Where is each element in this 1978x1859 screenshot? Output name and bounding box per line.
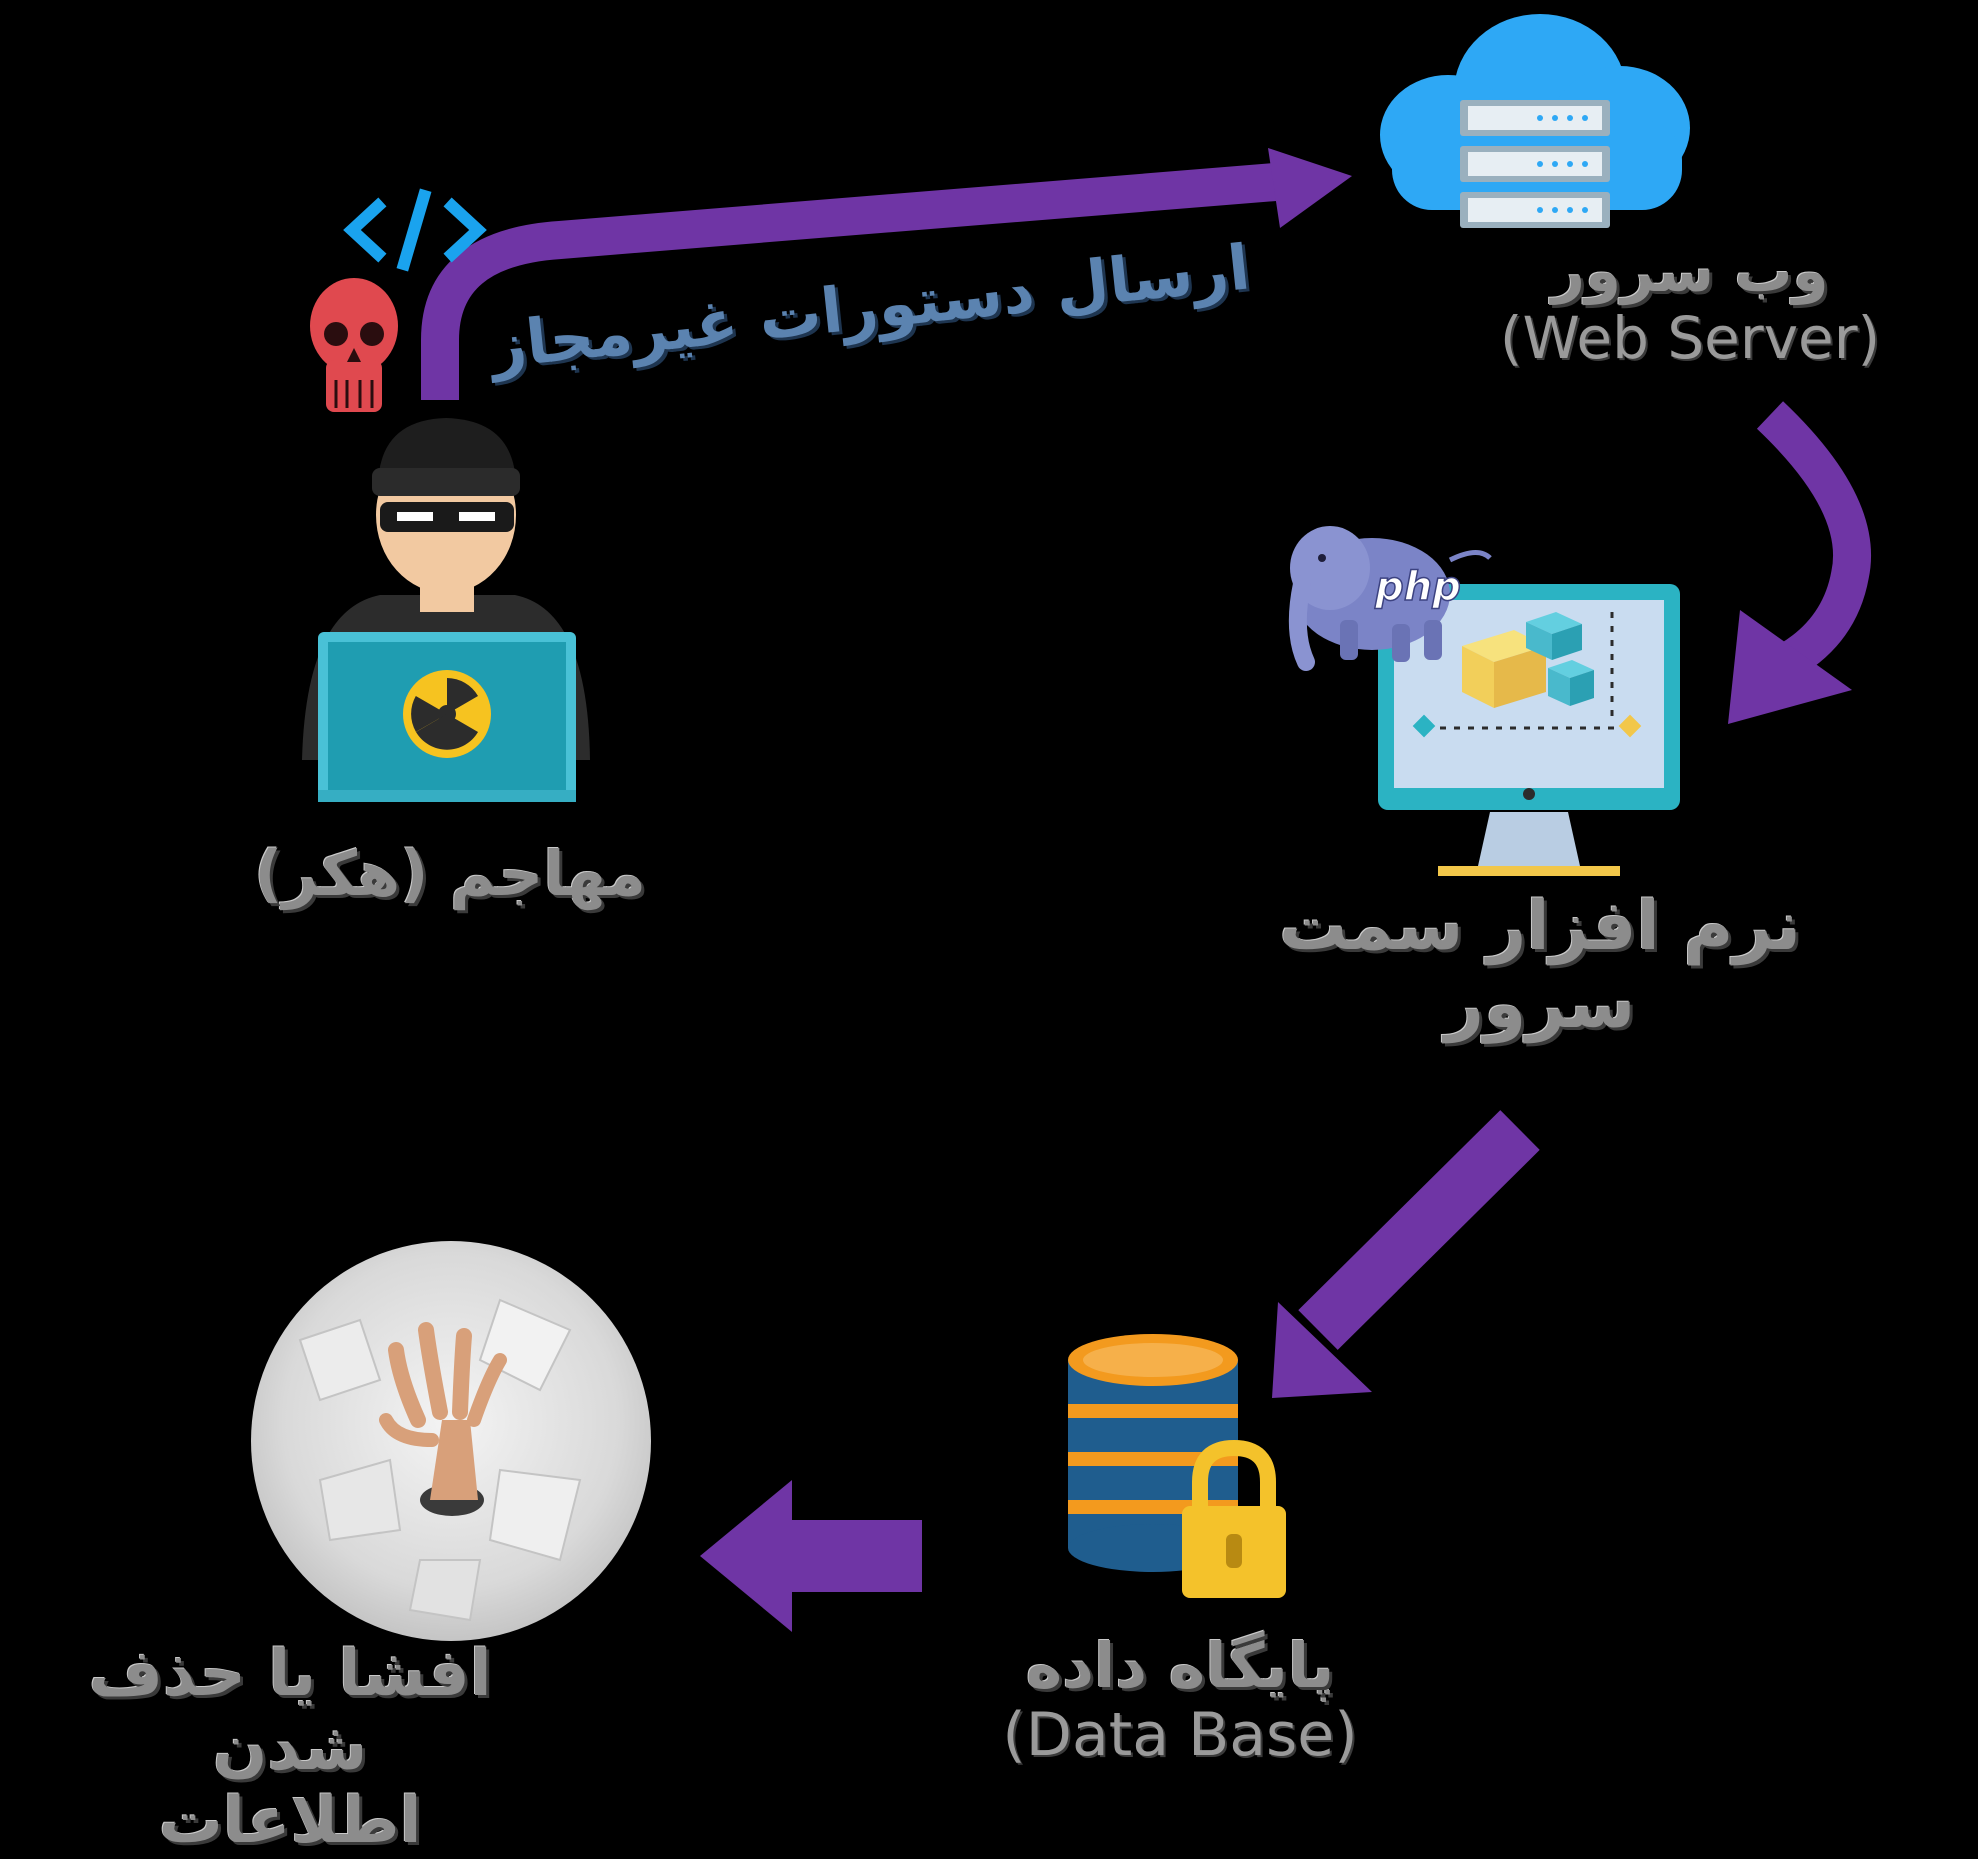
webserver-label-en: (Web Server) bbox=[1499, 303, 1881, 372]
webserver-label: وب سرور (Web Server) bbox=[1480, 238, 1900, 371]
data-leak-label: افشا یا حذف شدن اطلاعات bbox=[10, 1637, 570, 1859]
arrow-webserver-to-software bbox=[1728, 401, 1872, 724]
hacker-label-text: مهاجم (هکر) bbox=[254, 837, 646, 910]
arrow-database-to-leak bbox=[700, 1480, 922, 1632]
data-leak-label-line2: اطلاعات bbox=[158, 1784, 422, 1859]
code-icon bbox=[343, 188, 487, 272]
arrow-software-to-database bbox=[1272, 1110, 1540, 1398]
radiation-icon bbox=[403, 670, 491, 758]
lock-icon bbox=[1182, 1439, 1286, 1598]
php-elephant-icon bbox=[1288, 526, 1492, 671]
webserver-label-fa: وب سرور bbox=[1551, 237, 1829, 305]
hacker-label: مهاجم (هکر) bbox=[190, 838, 710, 909]
server-software-label: نرم افزار سمت سرور bbox=[1270, 887, 1810, 1045]
data-leak-label-line1: افشا یا حذف شدن bbox=[88, 1637, 492, 1785]
database-label: پایگاه داده (Data Base) bbox=[960, 1630, 1400, 1770]
database-label-en: (Data Base) bbox=[1002, 1700, 1358, 1771]
php-badge: php bbox=[1374, 564, 1461, 610]
data-leak-photo bbox=[251, 1241, 651, 1641]
server-software-label-line2: سرور bbox=[1444, 965, 1636, 1045]
arrow-hacker-to-webserver bbox=[421, 148, 1352, 400]
database-label-fa: پایگاه داده bbox=[1025, 1629, 1335, 1702]
skull-icon bbox=[310, 278, 398, 412]
cloud-server-icon bbox=[1380, 14, 1690, 228]
server-software-label-line1: نرم افزار سمت bbox=[1278, 887, 1802, 966]
